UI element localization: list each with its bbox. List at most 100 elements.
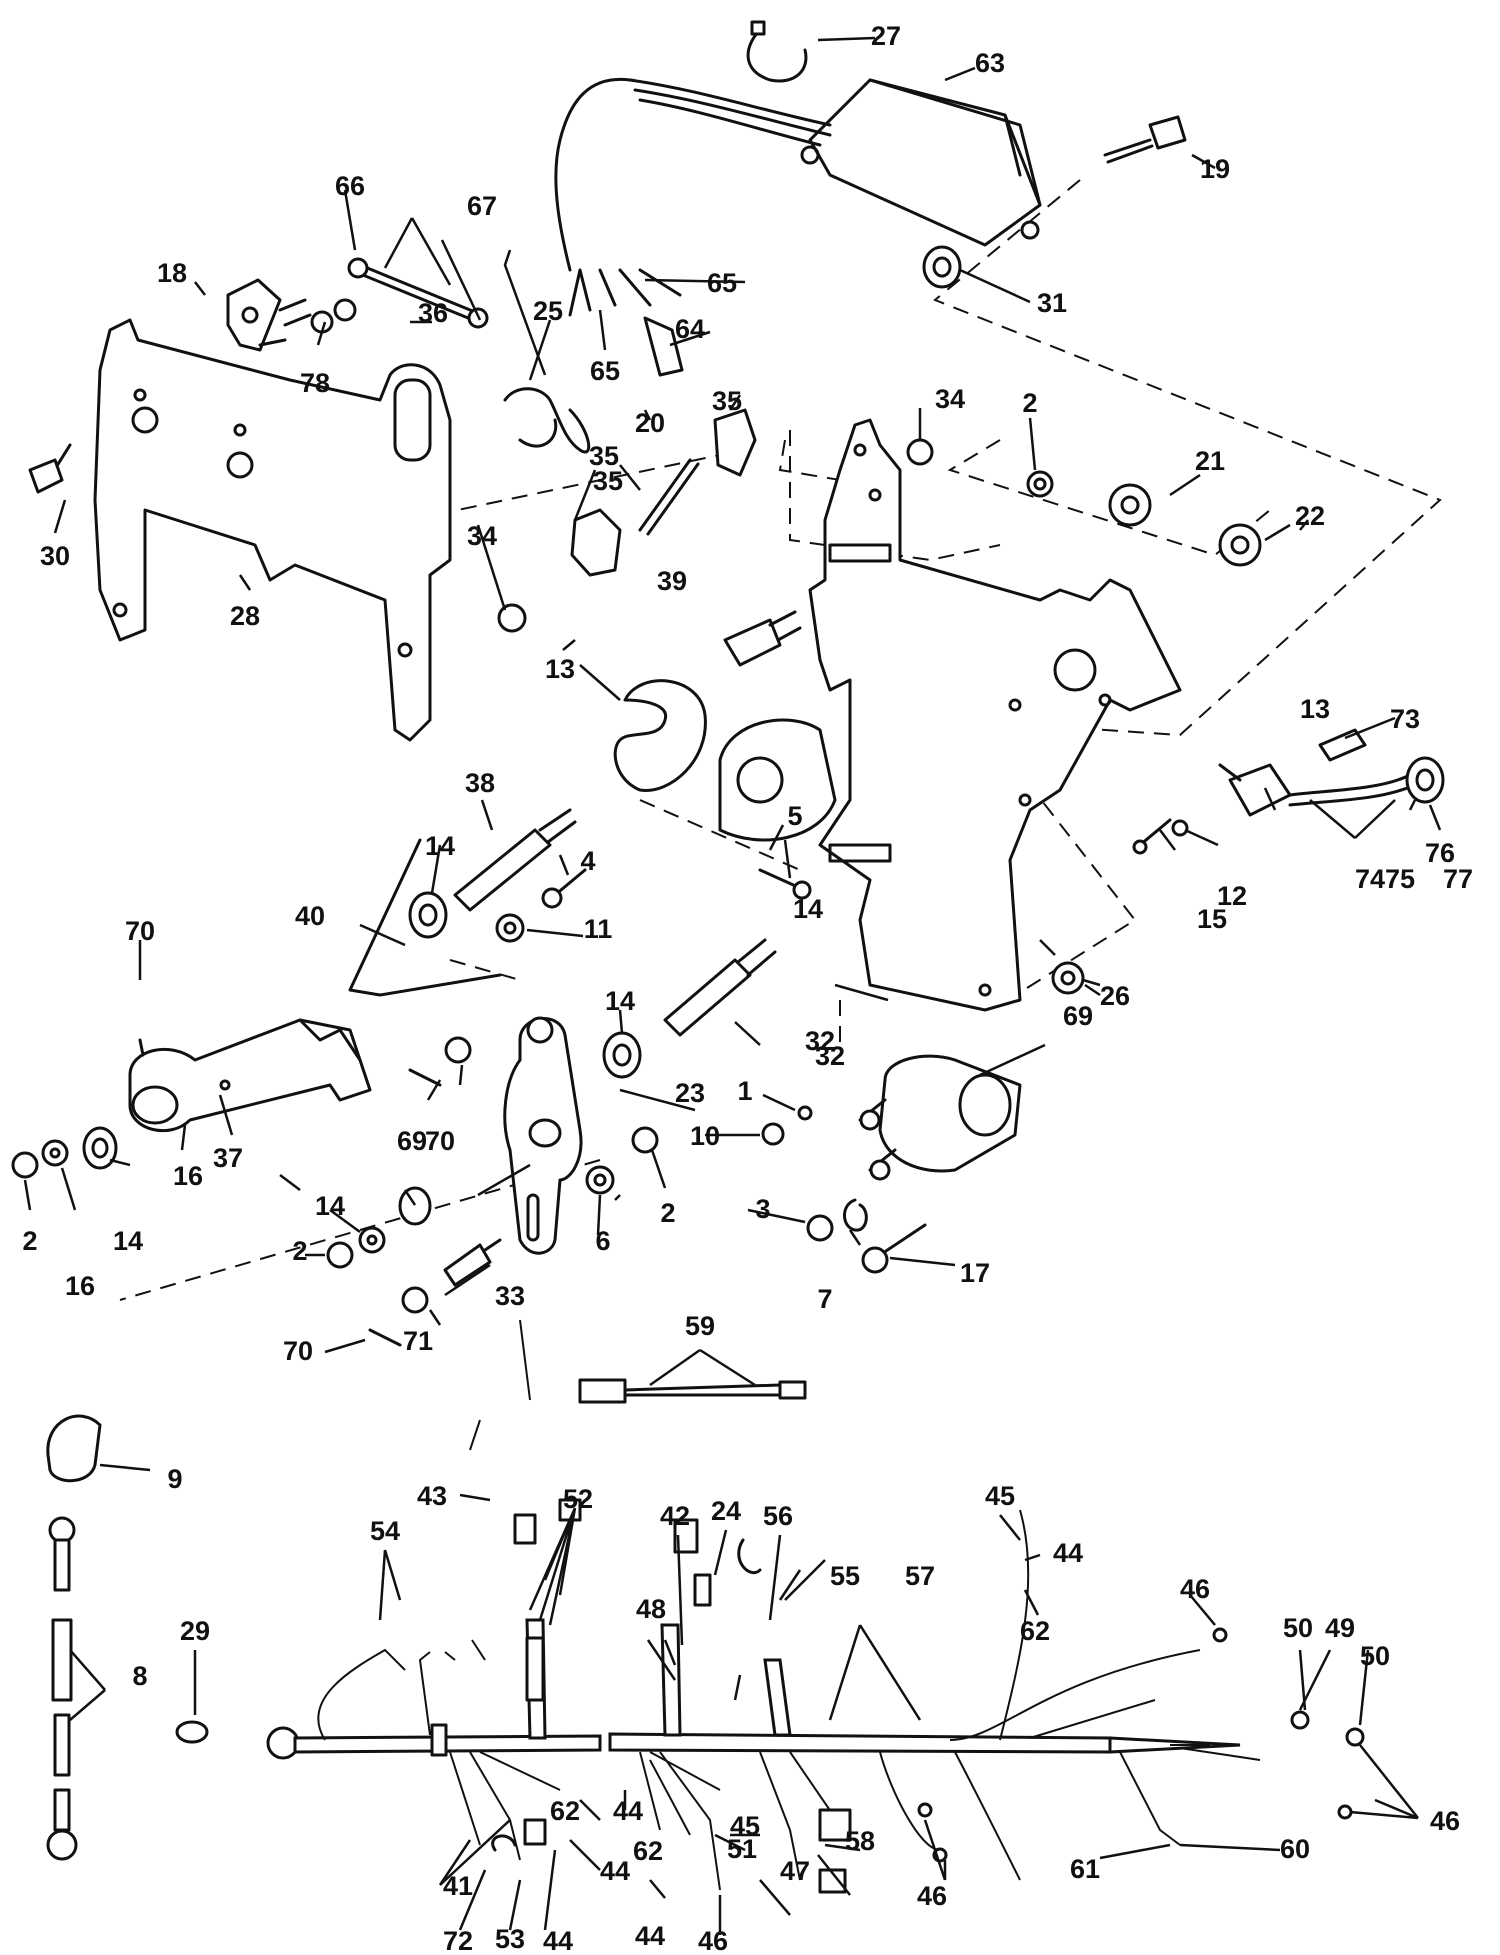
callout-19: 19: [1200, 154, 1230, 184]
part-30-bolt: [28, 443, 72, 494]
callout-63: 63: [975, 48, 1005, 78]
part-21-nut: [1108, 483, 1152, 527]
callout-50: 50: [1360, 1641, 1390, 1671]
callout-8: 8: [132, 1661, 147, 1691]
callout-2: 2: [292, 1236, 307, 1266]
callout-15: 15: [1197, 904, 1227, 934]
callout-32: 32: [815, 1041, 845, 1071]
callout-47: 47: [780, 1856, 810, 1886]
callout-41: 41: [443, 1871, 473, 1901]
callout-72: 72: [443, 1926, 473, 1955]
part-14-bushing-d: [398, 1186, 432, 1226]
callout-66: 66: [335, 171, 365, 201]
callout-58: 58: [845, 1826, 875, 1856]
callout-74: 74: [1355, 864, 1385, 894]
callout-44: 44: [635, 1921, 665, 1951]
callout-29: 29: [180, 1616, 210, 1646]
callout-48: 48: [636, 1594, 666, 1624]
callout-33: 33: [495, 1281, 525, 1311]
part-59-jumper: [578, 1378, 807, 1404]
part-70-pin-b: [368, 1328, 402, 1347]
callout-46: 46: [1180, 1574, 1210, 1604]
callout-50: 50: [1283, 1613, 1313, 1643]
callout-2: 2: [660, 1198, 675, 1228]
callout-60: 60: [1280, 1834, 1310, 1864]
part-35-switch-upper: [713, 408, 757, 477]
callout-14: 14: [425, 831, 455, 861]
part-15-screw: [1132, 818, 1172, 855]
part-64-connector: [643, 316, 684, 377]
part-76-switch-body: [1218, 763, 1292, 817]
callout-21: 21: [1195, 446, 1225, 476]
part-4-bolt: [541, 868, 587, 909]
part-69-mounting-plate: [718, 418, 1182, 1012]
callout-46: 46: [1430, 1806, 1460, 1836]
callout-17: 17: [960, 1258, 990, 1288]
callout-14: 14: [605, 986, 635, 1016]
callout-62: 62: [633, 1836, 663, 1866]
part-6-washer: [585, 1165, 615, 1195]
part-3-nut: [806, 1214, 834, 1242]
callout-10: 10: [690, 1121, 720, 1151]
part-77-connector: [1405, 756, 1445, 804]
part-28-bracket: [93, 318, 452, 742]
callout-44: 44: [1053, 1538, 1083, 1568]
part-71-washer-b: [401, 1286, 429, 1314]
callout-24: 24: [711, 1496, 741, 1526]
callout-54: 54: [370, 1516, 400, 1546]
part-2-nut-lower: [326, 1241, 354, 1269]
callout-70: 70: [125, 916, 155, 946]
part-2-nut-mid: [631, 1126, 659, 1154]
callout-43: 43: [417, 1481, 447, 1511]
callout-44: 44: [543, 1926, 573, 1955]
part-68-solenoid: [858, 1054, 1022, 1181]
callout-70: 70: [283, 1336, 313, 1366]
callout-38: 38: [465, 768, 495, 798]
callout-12: 12: [1217, 881, 1247, 911]
callout-44: 44: [613, 1796, 643, 1826]
part-40-wire: [348, 838, 502, 997]
callout-59: 59: [685, 1311, 715, 1341]
callout-77: 77: [1443, 864, 1473, 894]
part-35-switch-lower: [570, 508, 622, 577]
callout-34: 34: [935, 384, 965, 414]
part-13-collar: [613, 679, 707, 792]
callout-61: 61: [1070, 1854, 1100, 1884]
callout-35: 35: [712, 386, 742, 416]
part-23-arm: [503, 1016, 583, 1255]
callout-2: 2: [1022, 388, 1037, 418]
part-17-bolt: [861, 1223, 927, 1274]
callout-71: 71: [403, 1326, 433, 1356]
part-9-boot: [46, 1414, 102, 1483]
callout-67: 67: [467, 191, 497, 221]
part-75-wires: [1288, 773, 1417, 807]
callout-44: 44: [600, 1856, 630, 1886]
callout-46: 46: [917, 1881, 947, 1911]
callout-73: 73: [1390, 704, 1420, 734]
callout-25: 25: [533, 296, 563, 326]
callout-16: 16: [173, 1161, 203, 1191]
callout-3: 3: [755, 1194, 770, 1224]
part-14-bushing-b: [602, 1031, 642, 1079]
callout-35: 35: [593, 466, 623, 496]
callout-2: 2: [22, 1226, 37, 1256]
part-34-nut-top: [906, 438, 934, 466]
callout-56: 56: [763, 1501, 793, 1531]
part-2-nut-top: [1026, 470, 1054, 498]
leader-lines: [23, 36, 1442, 1935]
callout-14: 14: [113, 1226, 143, 1256]
callout-42: 42: [660, 1501, 690, 1531]
callout-65: 65: [707, 268, 737, 298]
part-16-washer-mid: [358, 1226, 386, 1254]
callout-70: 70: [425, 1126, 455, 1156]
part-1-washer: [797, 1105, 813, 1121]
callout-34: 34: [467, 521, 497, 551]
callout-7: 7: [817, 1284, 832, 1314]
part-36-nut: [333, 298, 357, 322]
callout-62: 62: [1020, 1616, 1050, 1646]
callout-46: 46: [698, 1926, 728, 1955]
callout-14: 14: [315, 1191, 345, 1221]
callout-6: 6: [595, 1226, 610, 1256]
